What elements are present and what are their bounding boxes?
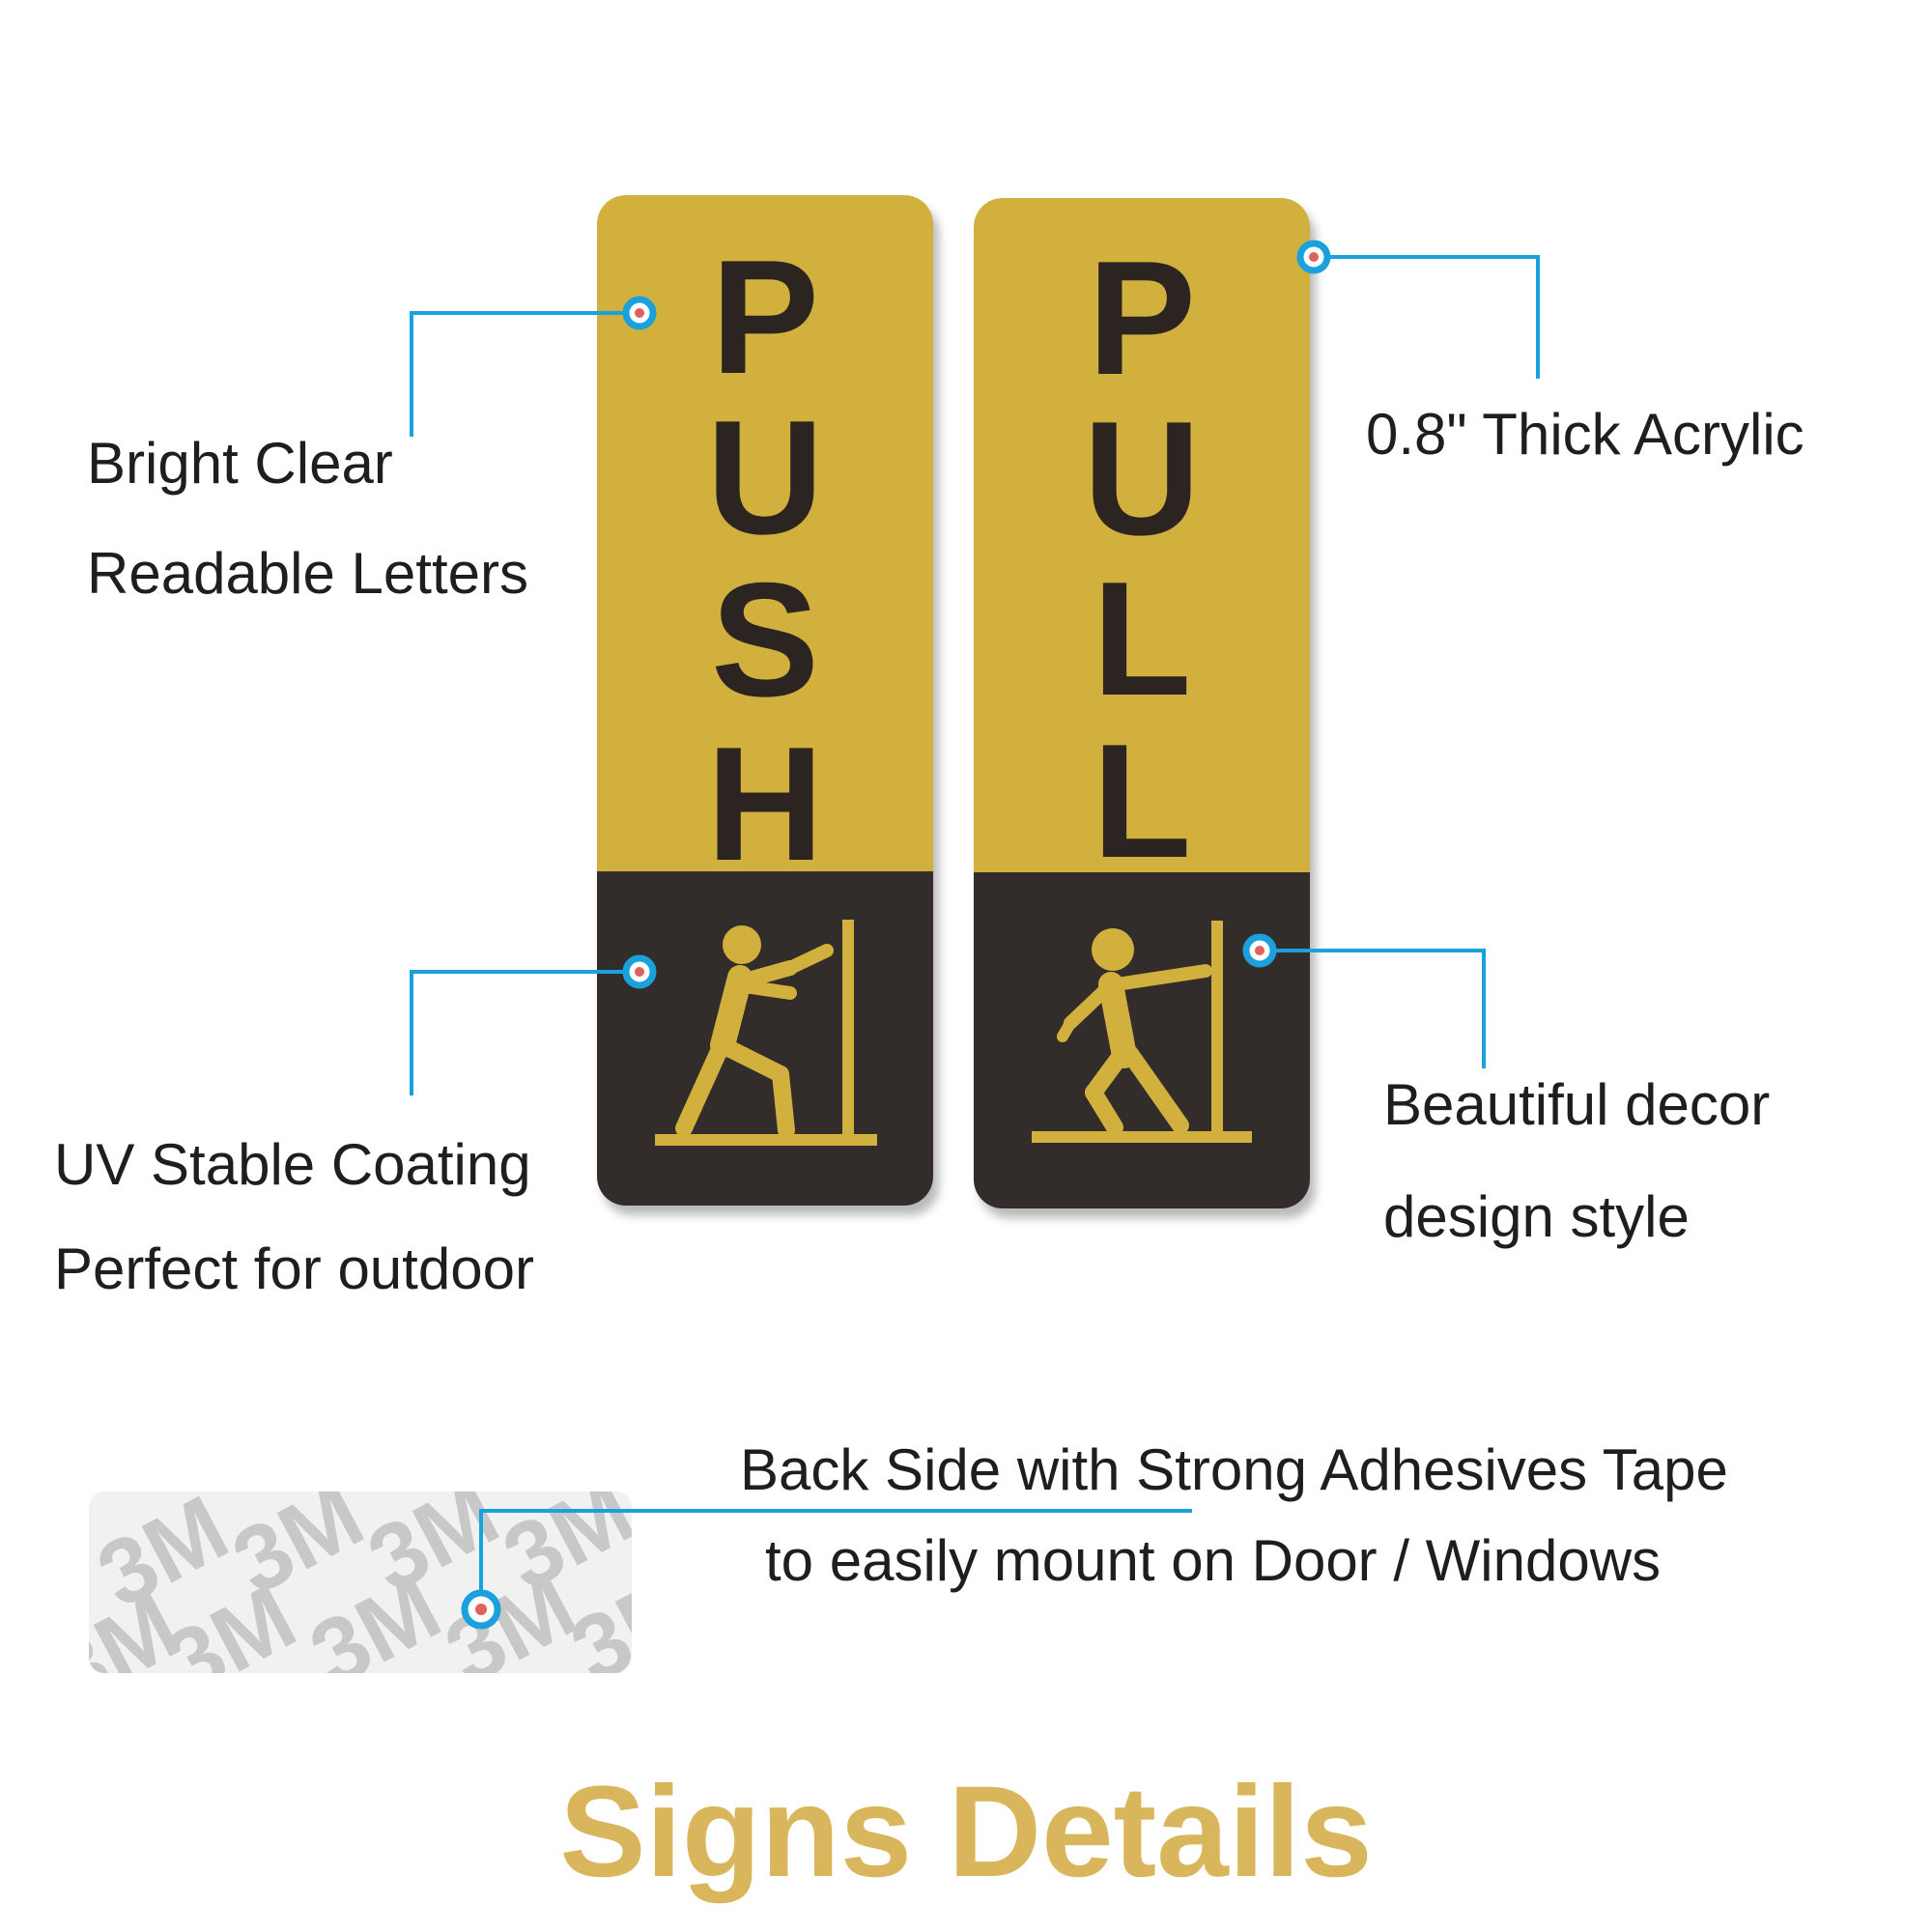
pull-sign-dark-panel	[974, 872, 1310, 1208]
pull-letter-l2: L	[1092, 710, 1192, 892]
push-letter-s: S	[710, 549, 820, 730]
adhesive-label-line1: Back Side with Strong Adhesives Tape	[740, 1437, 1728, 1502]
page-title: Signs Details	[559, 1760, 1373, 1904]
adhesive-label-line2: to easily mount on Door / Windows	[765, 1528, 1662, 1593]
push-letter-p: P	[710, 226, 820, 408]
acrylic-label: 0.8" Thick Acrylic	[1366, 402, 1804, 467]
pull-letter-l1: L	[1092, 548, 1192, 729]
readable-letters-label-line2: Readable Letters	[87, 541, 528, 606]
readable-letters-label-line1: Bright Clear	[87, 431, 393, 496]
decor-label-line2: design style	[1383, 1184, 1690, 1249]
adhesive-tape-backing: 3M 3M 3M 3M 3M 3M 3M 3M 3M	[89, 1492, 632, 1673]
pull-sign-gold-panel: P U L L	[974, 198, 1310, 882]
decor-label-line1: Beautiful decor	[1383, 1072, 1771, 1137]
pull-sign: P U L L	[974, 198, 1310, 1208]
push-sign: P U S H	[597, 195, 933, 1206]
uv-coating-label-line1: UV Stable Coating	[54, 1132, 531, 1197]
uv-coating-label-line2: Perfect for outdoor	[54, 1236, 534, 1301]
push-letter-h: H	[706, 713, 824, 895]
push-sign-dark-panel	[597, 871, 933, 1206]
push-sign-gold-panel: P U S H	[597, 195, 933, 885]
person-pulling-door-icon	[1032, 921, 1252, 1143]
pull-letter-p: P	[1087, 227, 1197, 409]
pull-letter-u: U	[1083, 387, 1201, 569]
push-letter-u: U	[706, 386, 824, 568]
person-pushing-door-icon	[655, 920, 877, 1146]
